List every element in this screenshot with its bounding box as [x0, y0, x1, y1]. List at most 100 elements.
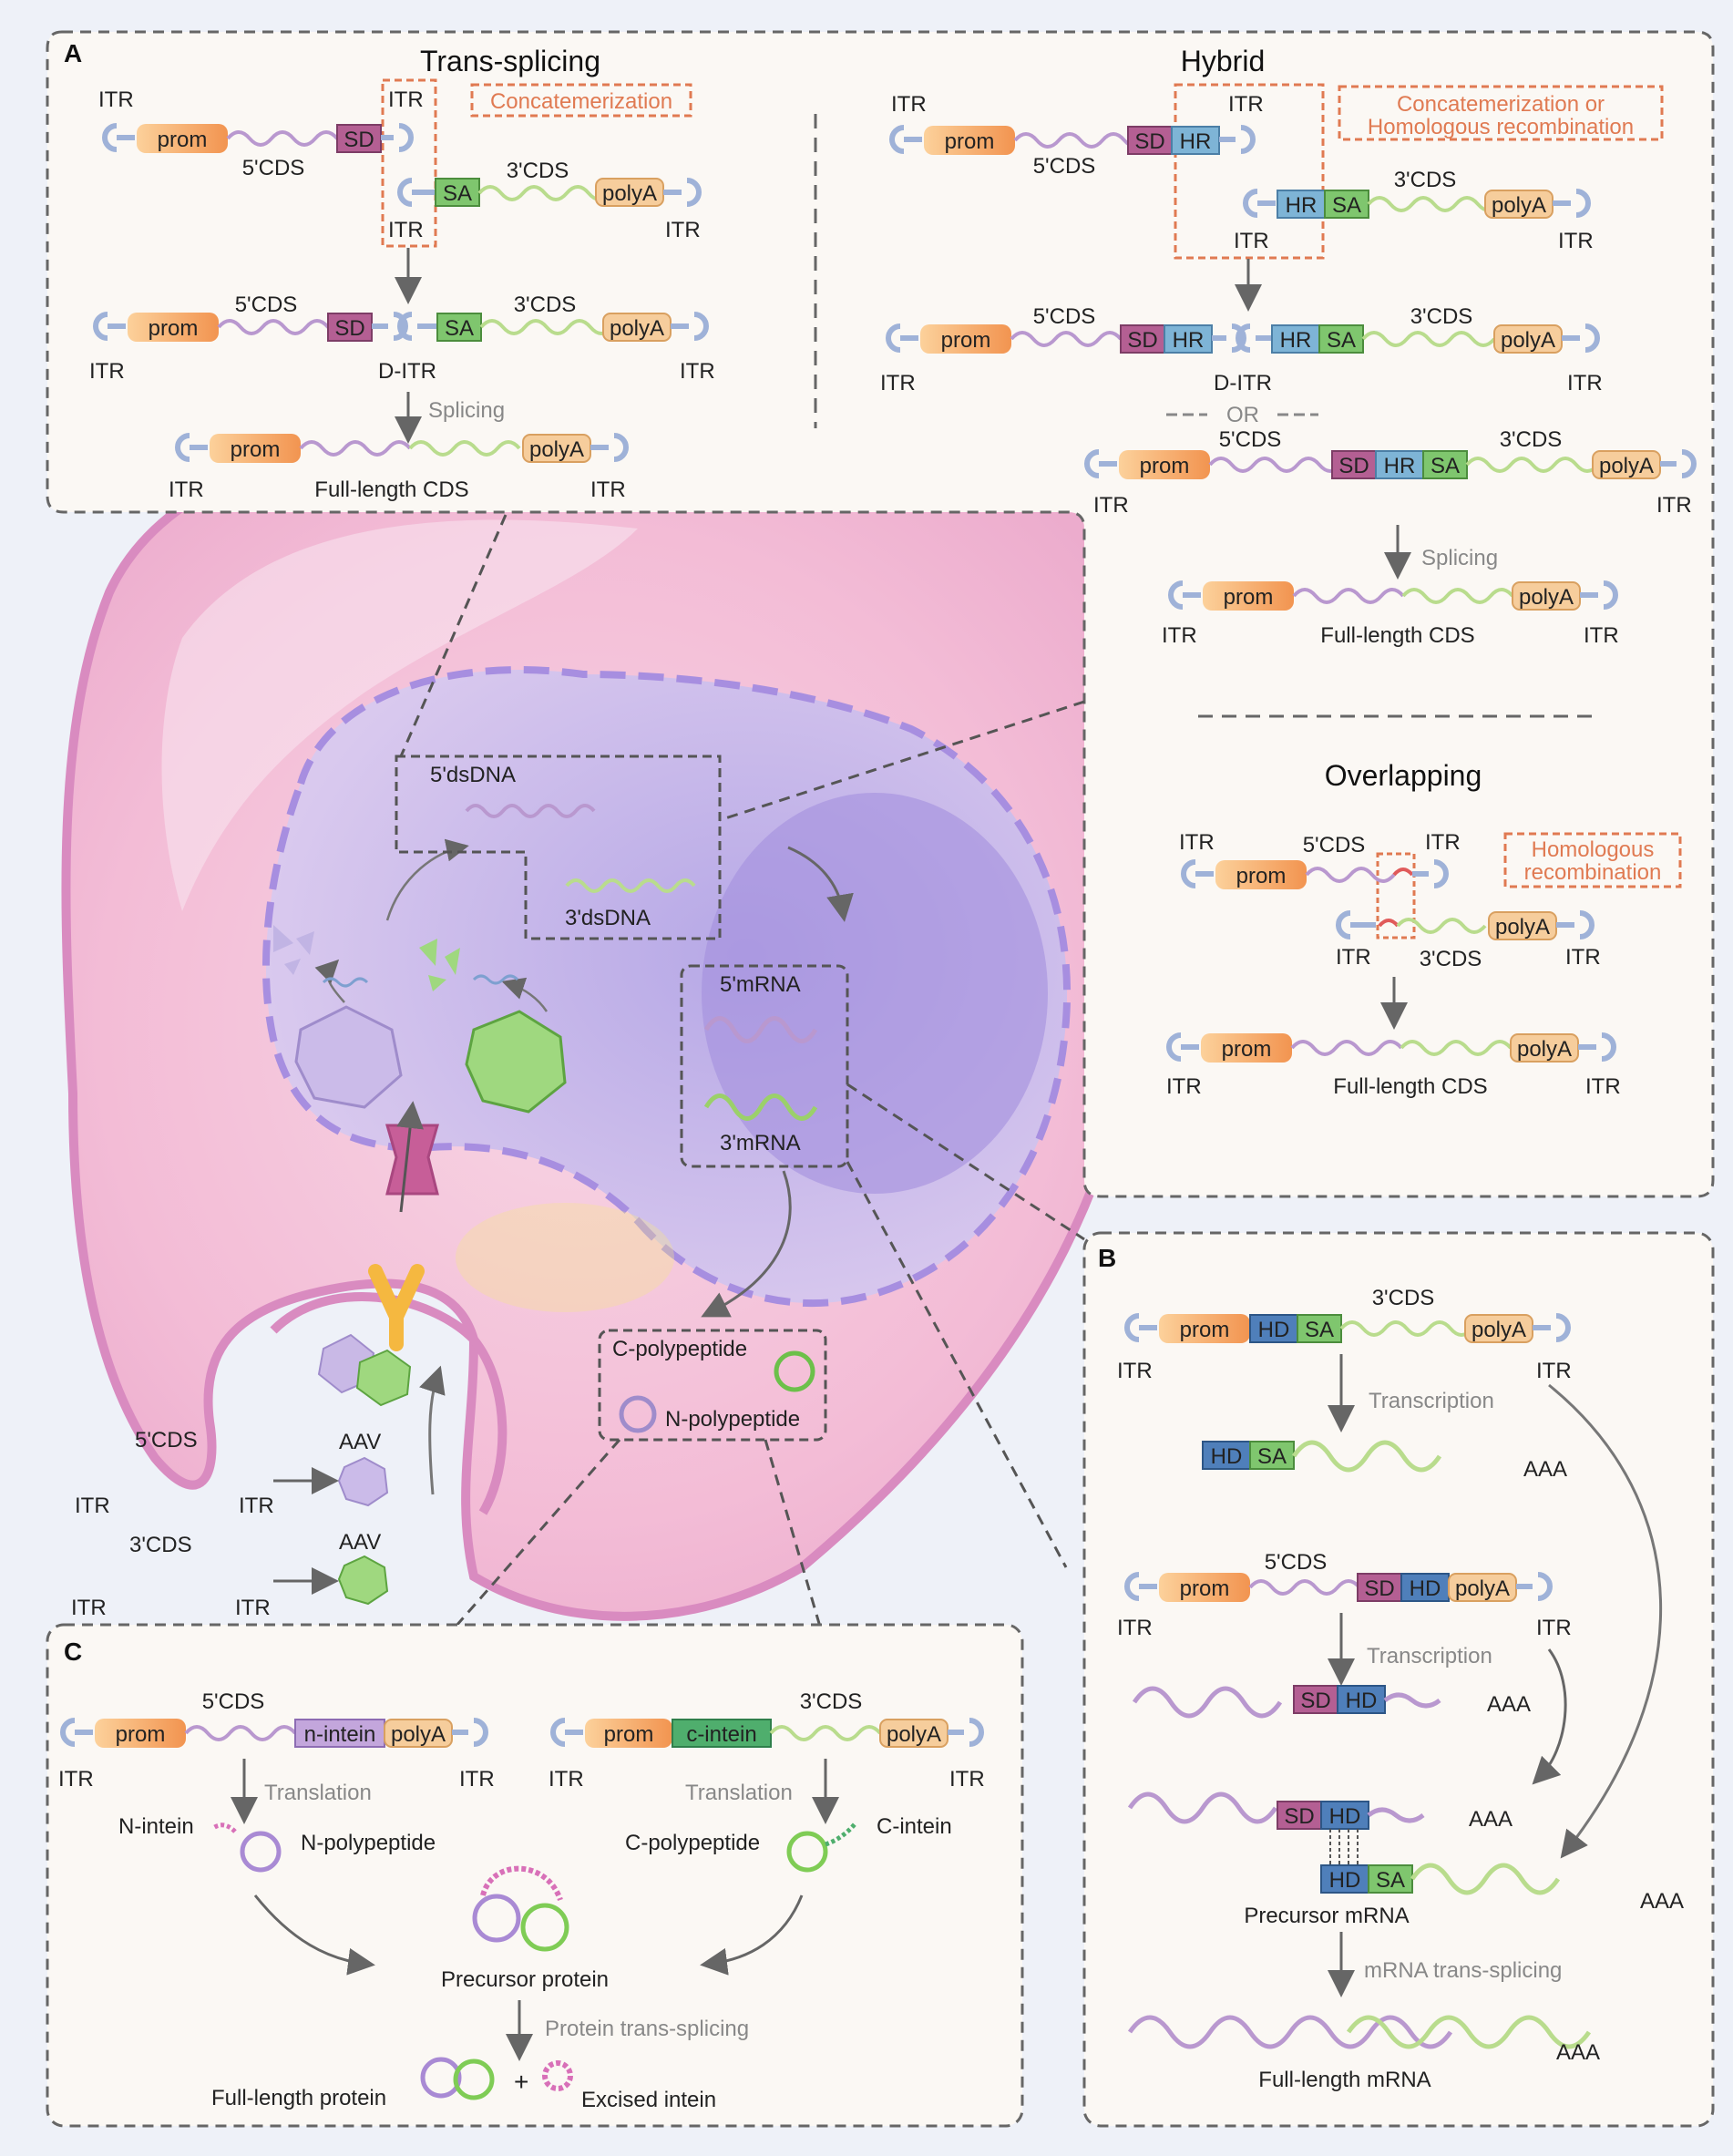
- ts-row3-ditr: D-ITR: [378, 359, 436, 384]
- b-row1-mrna-sa: SA: [1257, 1444, 1287, 1469]
- membrane-invagination: [270, 1292, 508, 1515]
- b-row2-sd-label: SD: [1364, 1576, 1394, 1601]
- hy-row3-itr-right: ITR: [1567, 371, 1603, 395]
- b-full-mrna-label: Full-length mRNA: [1258, 2068, 1430, 2092]
- ts-row3-itr-left: ITR: [89, 359, 125, 384]
- vector-3cds-itr-left: ITR: [71, 1596, 107, 1620]
- c-row2-itr-left: ITR: [549, 1767, 584, 1792]
- ts-row1-prom: [137, 124, 228, 153]
- ts-full-cds-label: Full-length CDS: [314, 477, 468, 502]
- b-aaa-1: AAA: [1523, 1457, 1567, 1482]
- vector-5cds-label: 5'CDS: [135, 1428, 198, 1453]
- ts-row3-ditr-icon: [372, 312, 437, 341]
- cell-inner-highlight: [161, 519, 638, 911]
- ts-row3-sd-label: SD: [334, 316, 364, 341]
- ov-row3-itr-left: ITR: [1166, 1074, 1202, 1099]
- aav2-label: AAV: [339, 1530, 381, 1555]
- c-polypeptide-icon: [774, 1350, 815, 1392]
- overlapping-note-2: recombination: [1524, 860, 1662, 885]
- c-c-polypeptide-label: C-polypeptide: [625, 1831, 760, 1855]
- hybrid-note-box: [1338, 85, 1664, 141]
- hy-row1-cds5-label: 5'CDS: [1033, 154, 1096, 179]
- panel-c-letter: C: [64, 1638, 82, 1666]
- b-row2-hd-label: HD: [1410, 1576, 1441, 1601]
- n-polypeptide-knot-icon: [240, 1831, 282, 1873]
- c-full-protein-label: Full-length protein: [211, 2086, 386, 2110]
- c-row1-n-intein-label: n-intein: [304, 1722, 376, 1747]
- hybrid-note-1: Concatemerization or: [1397, 92, 1605, 117]
- vector-5cds-itr-left: ITR: [75, 1494, 110, 1518]
- panel-a-letter: A: [64, 39, 82, 67]
- dsdna5-label: 5'dsDNA: [430, 763, 516, 787]
- overlapping-note-1: Homologous: [1532, 837, 1655, 862]
- b-mrna-trans-splicing: mRNA trans-splicing: [1364, 1958, 1562, 1983]
- vector-3cds-label: 3'CDS: [129, 1533, 192, 1557]
- hy-row3-hr1-label: HR: [1173, 328, 1205, 353]
- overlapping-section: Overlapping Homologous recombination ITR…: [1166, 759, 1682, 1099]
- hy-row1-itr-right: ITR: [1228, 92, 1264, 117]
- b-row1-cds3-label: 3'CDS: [1372, 1286, 1435, 1310]
- hy-row1-itr-left: ITR: [891, 92, 927, 117]
- b-row2-cds5-label: 5'CDS: [1265, 1550, 1328, 1575]
- dsdna3-label: 3'dsDNA: [565, 906, 651, 930]
- mrna3-strand: [703, 1093, 818, 1121]
- b-aaa-4: AAA: [1640, 1889, 1684, 1914]
- c-n-intein-label: N-intein: [118, 1814, 194, 1839]
- vector-5cds-itr-right: ITR: [239, 1494, 274, 1518]
- c-polypeptide-label: C-polypeptide: [612, 1337, 747, 1361]
- c-translation-1: Translation: [264, 1781, 372, 1805]
- hy-row4-sd-label: SD: [1338, 454, 1369, 478]
- ts-row1-itr-right: ITR: [388, 87, 424, 112]
- panel-b: B prom HD SA 3'CDS polyA ITR ITR Transcr…: [1082, 1231, 1715, 2128]
- ts-row3-cds5-label: 5'CDS: [235, 293, 298, 317]
- mrna3-label: 3'mRNA: [720, 1131, 801, 1155]
- b-row1-mrna-hd: HD: [1211, 1444, 1243, 1469]
- c-protein-trans-splicing: Protein trans-splicing: [545, 2017, 749, 2041]
- hy-row2-hr-label: HR: [1286, 193, 1318, 218]
- hy-or-label: OR: [1226, 403, 1259, 427]
- hy-full-cds-label: Full-length CDS: [1320, 623, 1474, 648]
- ts-row1-itr-left: ITR: [98, 87, 134, 112]
- hy-row3-polya-label: polyA: [1501, 328, 1555, 353]
- hy-row3-sd-label: SD: [1127, 328, 1157, 353]
- hybrid-section: Hybrid Concatemerization or Homologous r…: [880, 45, 1697, 648]
- ts-row1-cds5-label: 5'CDS: [242, 156, 305, 180]
- b-row1-prom-label: prom: [1180, 1318, 1230, 1342]
- hy-row4-hr-label: HR: [1384, 454, 1416, 478]
- ov-row2-itr-right: ITR: [1565, 945, 1601, 970]
- hy-row3-prom-label: prom: [941, 328, 991, 353]
- b-row1-sa-label: SA: [1305, 1318, 1334, 1342]
- hy-row4-itr-right: ITR: [1656, 493, 1692, 518]
- hy-row3-hr2-label: HR: [1280, 328, 1312, 353]
- c-row1-prom-label: prom: [116, 1722, 166, 1747]
- b-row1-polya-label: polyA: [1472, 1318, 1526, 1342]
- aav1-capsid-icon: [337, 1456, 389, 1507]
- b-precursor-mrna-label: Precursor mRNA: [1244, 1904, 1409, 1928]
- c-c-intein-label: C-intein: [877, 1814, 952, 1839]
- ov-row3-itr-right: ITR: [1585, 1074, 1621, 1099]
- precursor-protein-icon: [472, 1865, 569, 1952]
- junction-highlight-box: [381, 78, 437, 248]
- b-mrna-sd-1: SD: [1300, 1689, 1330, 1713]
- c-row2-c-intein-label: c-intein: [686, 1722, 756, 1747]
- hy-row3-cds5-label: 5'CDS: [1033, 304, 1096, 329]
- ts-row2-itr-left-icon: [397, 178, 436, 207]
- hy-row2-sa-label: SA: [1332, 193, 1361, 218]
- ov-row2-polya-label: polyA: [1495, 915, 1550, 939]
- b-row1-itr-right: ITR: [1536, 1359, 1572, 1383]
- aav1-label: AAV: [339, 1430, 381, 1454]
- vector-5cds: 5'CDS ITR ITR AAV: [75, 1428, 389, 1518]
- cell-dsdna-inset: 5'dsDNA 3'dsDNA: [395, 755, 722, 940]
- b-precursor-sa: SA: [1376, 1868, 1405, 1893]
- aav-capsid-purple-large: [294, 1005, 403, 1109]
- overlapping-note-box: [1503, 832, 1682, 888]
- excised-intein-icon: [542, 2060, 573, 2091]
- mrna5-label: 5'mRNA: [720, 972, 801, 997]
- ov-row1-itr-right: ITR: [1425, 830, 1461, 855]
- b-aaa-2: AAA: [1487, 1692, 1531, 1717]
- b-transcription-1: Transcription: [1369, 1389, 1494, 1413]
- hy-row2-cds3-label: 3'CDS: [1394, 168, 1457, 192]
- ov-row3-polya-label: polyA: [1517, 1037, 1572, 1062]
- aav-capsid-green-small: [355, 1349, 412, 1407]
